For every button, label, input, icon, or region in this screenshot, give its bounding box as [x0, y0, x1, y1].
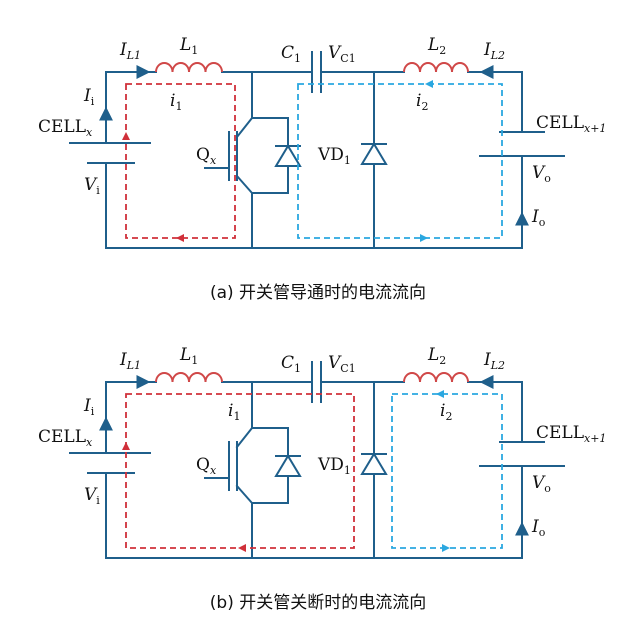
label-i2: i2 — [440, 401, 452, 423]
diagram-switch-off: IL1 L1 C1 VC1 L2 IL2 Ii i1 i2 CELLx CELL… — [38, 345, 606, 613]
label-il2: IL2 — [483, 40, 505, 62]
label-vd1: VD1 — [317, 145, 351, 167]
loop-i2 — [297, 80, 503, 242]
label-ii: Ii — [83, 396, 95, 418]
label-io: Io — [531, 517, 546, 539]
label-vc1: VC1 — [328, 353, 356, 375]
label-qx: Qx — [196, 145, 217, 167]
labels: IL1 L1 C1 VC1 L2 IL2 Ii i1 i2 CELLx CELL… — [38, 35, 606, 229]
label-io: Io — [531, 207, 546, 229]
diagram-switch-on: IL1 L1 C1 VC1 L2 IL2 Ii i1 i2 CELLx CELL… — [38, 35, 606, 303]
label-vo: Vo — [532, 473, 551, 495]
wires — [69, 361, 565, 559]
label-vi: Vi — [84, 485, 100, 507]
label-c1: C1 — [281, 353, 301, 375]
label-qx: Qx — [196, 455, 217, 477]
loop-i1 — [122, 83, 236, 242]
inductor-l2 — [403, 372, 469, 383]
labels: IL1 L1 C1 VC1 L2 IL2 Ii i1 i2 CELLx CELL… — [38, 345, 606, 539]
label-i1: i1 — [170, 91, 182, 113]
label-vi: Vi — [84, 175, 100, 197]
label-l2: L2 — [427, 35, 446, 57]
label-vo: Vo — [532, 163, 551, 185]
caption-a: (a) 开关管导通时的电流流向 — [210, 283, 426, 303]
label-l1: L1 — [179, 345, 198, 367]
label-il2: IL2 — [483, 350, 505, 372]
label-i1: i1 — [228, 401, 240, 423]
label-il1: IL1 — [119, 40, 141, 62]
caption-b: (b) 开关管关断时的电流流向 — [210, 593, 426, 613]
wires — [69, 51, 565, 249]
label-i2: i2 — [416, 91, 428, 113]
label-vc1: VC1 — [328, 43, 356, 65]
label-l1: L1 — [179, 35, 198, 57]
inductor-l1 — [155, 62, 223, 73]
current-arrows — [99, 375, 529, 536]
label-cellx: CELLx — [38, 427, 93, 449]
inductor-l2 — [403, 62, 469, 73]
label-cellx1: CELLx+1 — [536, 113, 606, 135]
label-vd1: VD1 — [317, 455, 351, 477]
label-l2: L2 — [427, 345, 446, 367]
label-il1: IL1 — [119, 350, 141, 372]
loop-i2 — [391, 390, 503, 552]
label-cellx1: CELLx+1 — [536, 423, 606, 445]
label-cellx: CELLx — [38, 117, 93, 139]
label-c1: C1 — [281, 43, 301, 65]
loop-i1 — [122, 393, 355, 552]
current-arrows — [99, 65, 529, 226]
inductor-l1 — [155, 372, 223, 383]
label-ii: Ii — [83, 86, 95, 108]
